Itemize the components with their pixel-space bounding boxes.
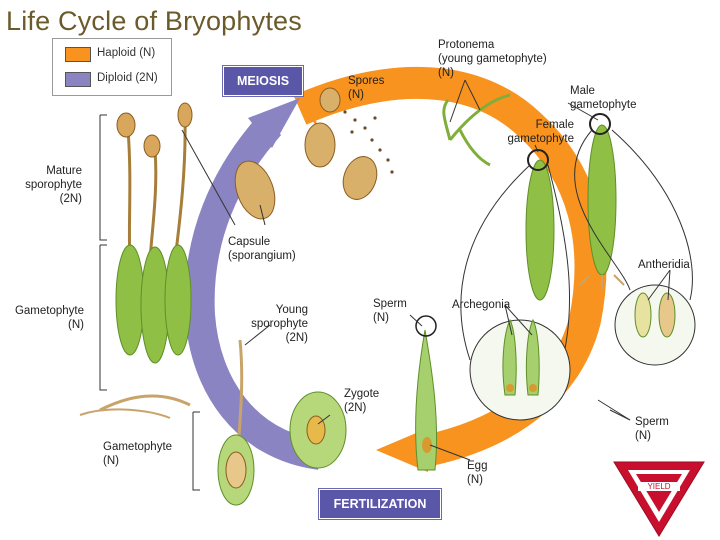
label-sperm-top: Sperm (N) — [373, 298, 407, 324]
legend-label-haploid: Haploid (N) — [97, 47, 156, 59]
label-spores: Spores (N) — [348, 75, 385, 101]
legend: Haploid (N) Diploid (2N) — [52, 38, 172, 96]
label-pointers — [99, 79, 671, 491]
spore-capsules — [234, 87, 378, 220]
archegonia-closeup — [469, 318, 571, 421]
label-protonema: Protonema (young gametophyte) (N) — [438, 39, 547, 79]
protonema — [442, 93, 511, 167]
label-capsule: Capsule (sporangium) — [228, 236, 296, 262]
young-sporophyte — [217, 339, 255, 506]
fertilization-banner: FERTILIZATION — [319, 489, 441, 519]
label-mature-sporophyte: Mature sporophyte (2N) — [25, 165, 82, 205]
label-gametophyte-left: Gametophyte (N) — [14, 305, 84, 331]
male-gametophyte-plant — [579, 113, 625, 290]
label-young-sporophyte: Young sporophyte (2N) — [251, 304, 308, 344]
zoom-callouts — [460, 129, 693, 371]
label-antheridia: Antheridia — [638, 259, 690, 271]
spore-dots — [343, 110, 394, 174]
egg-archegonium — [415, 315, 438, 471]
meiosis-banner: MEIOSIS — [223, 66, 303, 96]
antheridia-closeup — [614, 284, 696, 366]
label-zygote: Zygote (2N) — [344, 388, 380, 414]
legend-label-diploid: Diploid (2N) — [97, 72, 158, 84]
mature-moss-plant — [79, 102, 193, 419]
zygote-cells — [289, 391, 347, 469]
yield-sign-text: YIELD — [638, 482, 680, 491]
label-female-gametophyte: Female gametophyte — [507, 119, 575, 145]
label-gametophyte-bottom: Gametophyte (N) — [103, 441, 173, 467]
label-egg: Egg (N) — [467, 460, 488, 486]
diploid-arc — [184, 98, 323, 470]
legend-swatch-haploid — [65, 47, 91, 62]
female-gametophyte-plant — [525, 149, 555, 301]
label-archegonia: Archegonia — [452, 299, 511, 311]
legend-swatch-diploid — [65, 72, 91, 87]
label-sperm-right: Sperm (N) — [635, 416, 669, 442]
page-title: Life Cycle of Bryophytes — [6, 6, 302, 36]
label-male-gametophyte: Male gametophyte — [570, 85, 637, 111]
yield-sign-icon — [613, 461, 705, 537]
